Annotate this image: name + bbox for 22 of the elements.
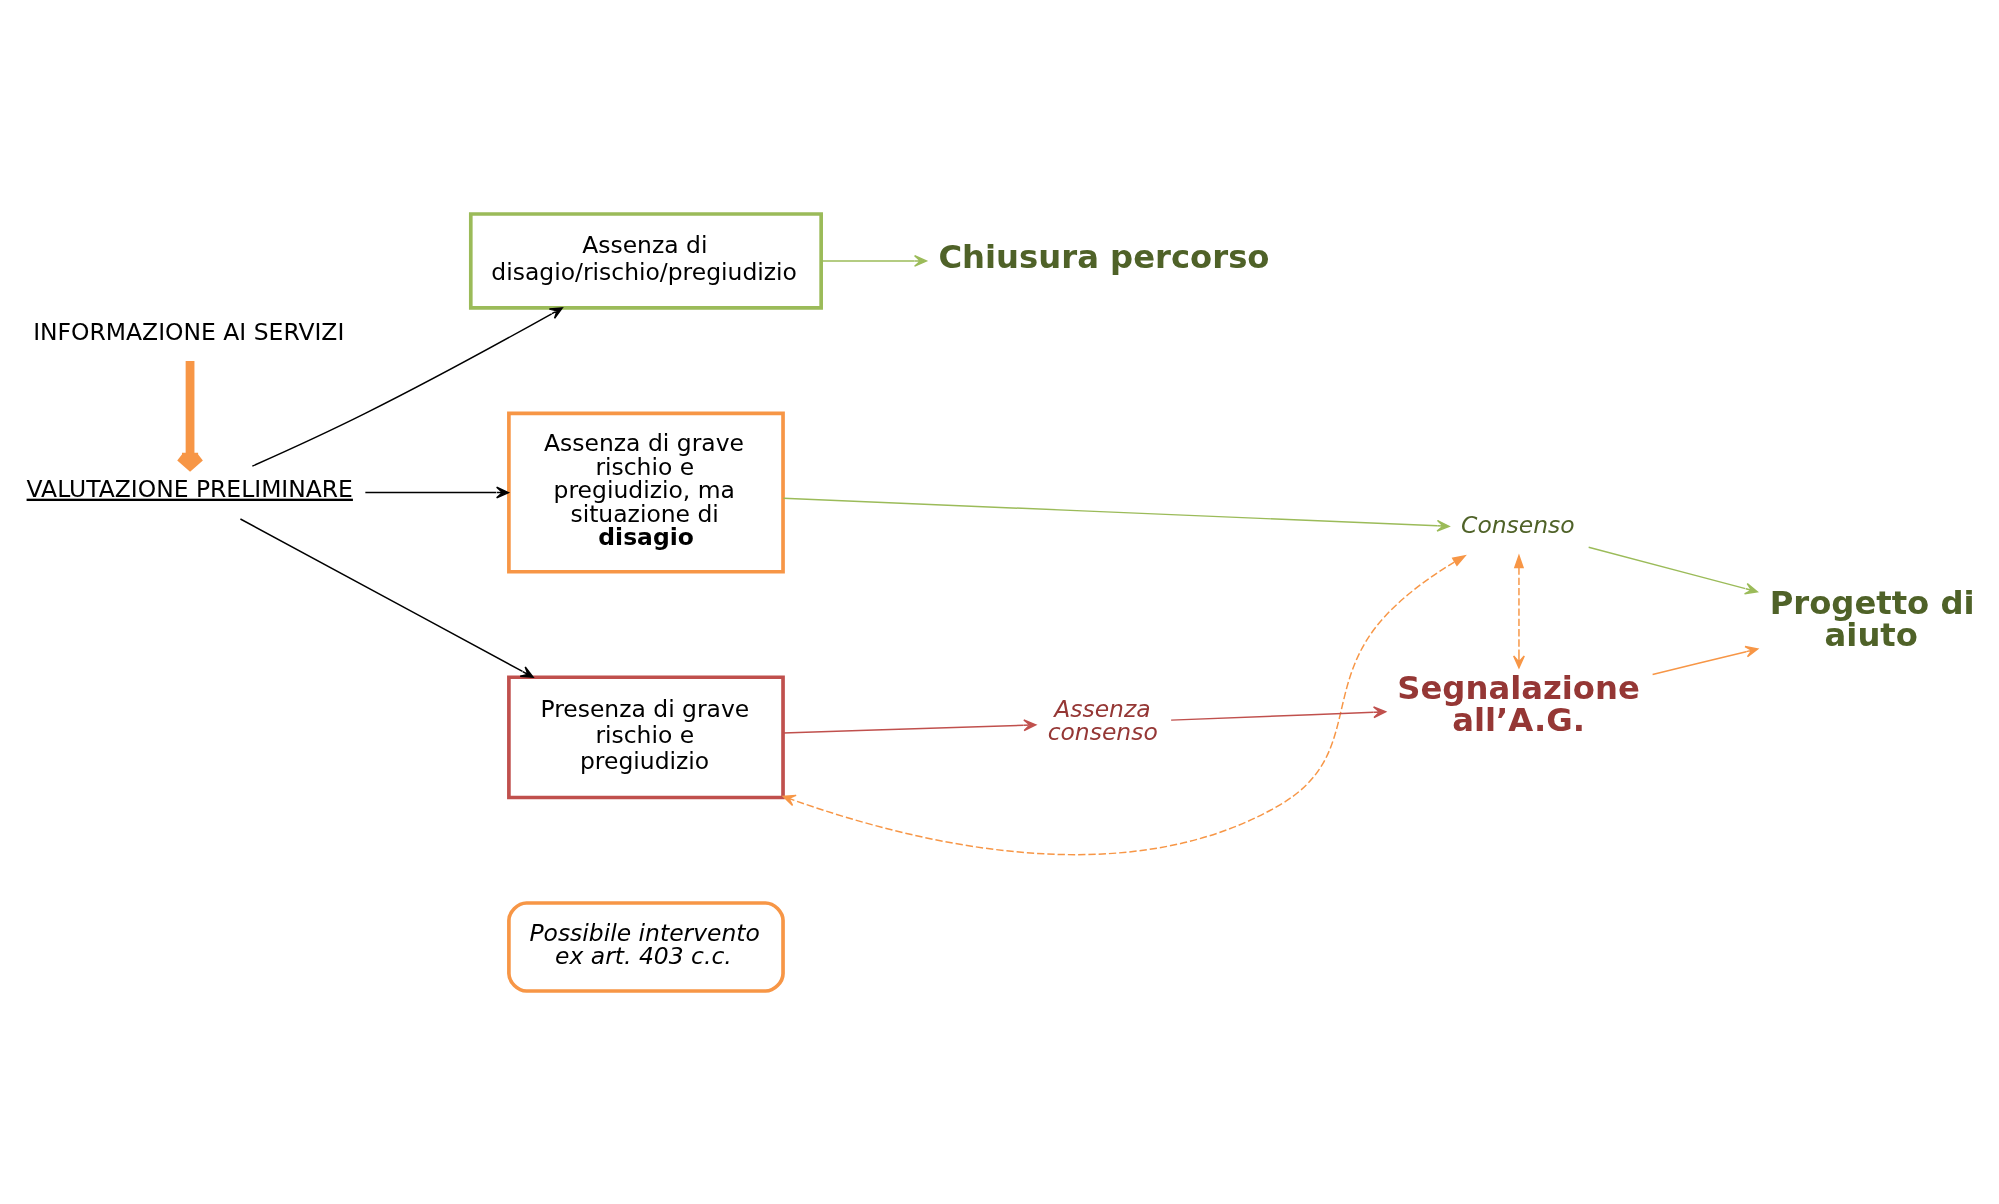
node-text: Progetto di aiuto — [1769, 583, 1975, 654]
node-text: VALUTAZIONE PRELIMINARE — [26, 474, 353, 503]
node-box: Presenza di grave rischio e pregiudizio — [506, 674, 785, 799]
node-box: Assenza di grave rischio e pregiudizio, ma situazione di disagio — [506, 411, 785, 574]
node-text: Segnalazione all’A.G. — [1396, 668, 1640, 739]
node-box: Possibile intervento ex art. 403 c.c. — [506, 900, 785, 993]
node-text: INFORMAZIONE AI SERVIZI — [32, 317, 344, 346]
arrow — [251, 306, 563, 467]
arrow — [1169, 705, 1386, 721]
node-text: Chiusura percorso — [937, 237, 1270, 276]
node-box: Assenza di disagio/rischio/pregiudizio — [468, 211, 823, 310]
arrow — [781, 718, 1036, 734]
arrow — [782, 497, 1450, 532]
arrow — [1512, 553, 1525, 668]
arrow — [239, 517, 534, 678]
arrow — [1587, 546, 1758, 595]
arrow — [175, 360, 204, 470]
node-text: Consenso — [1460, 510, 1575, 539]
arrow — [782, 554, 1467, 855]
node-text: Assenza consenso — [1047, 694, 1158, 746]
arrow — [364, 486, 509, 499]
arrow — [1651, 645, 1758, 675]
